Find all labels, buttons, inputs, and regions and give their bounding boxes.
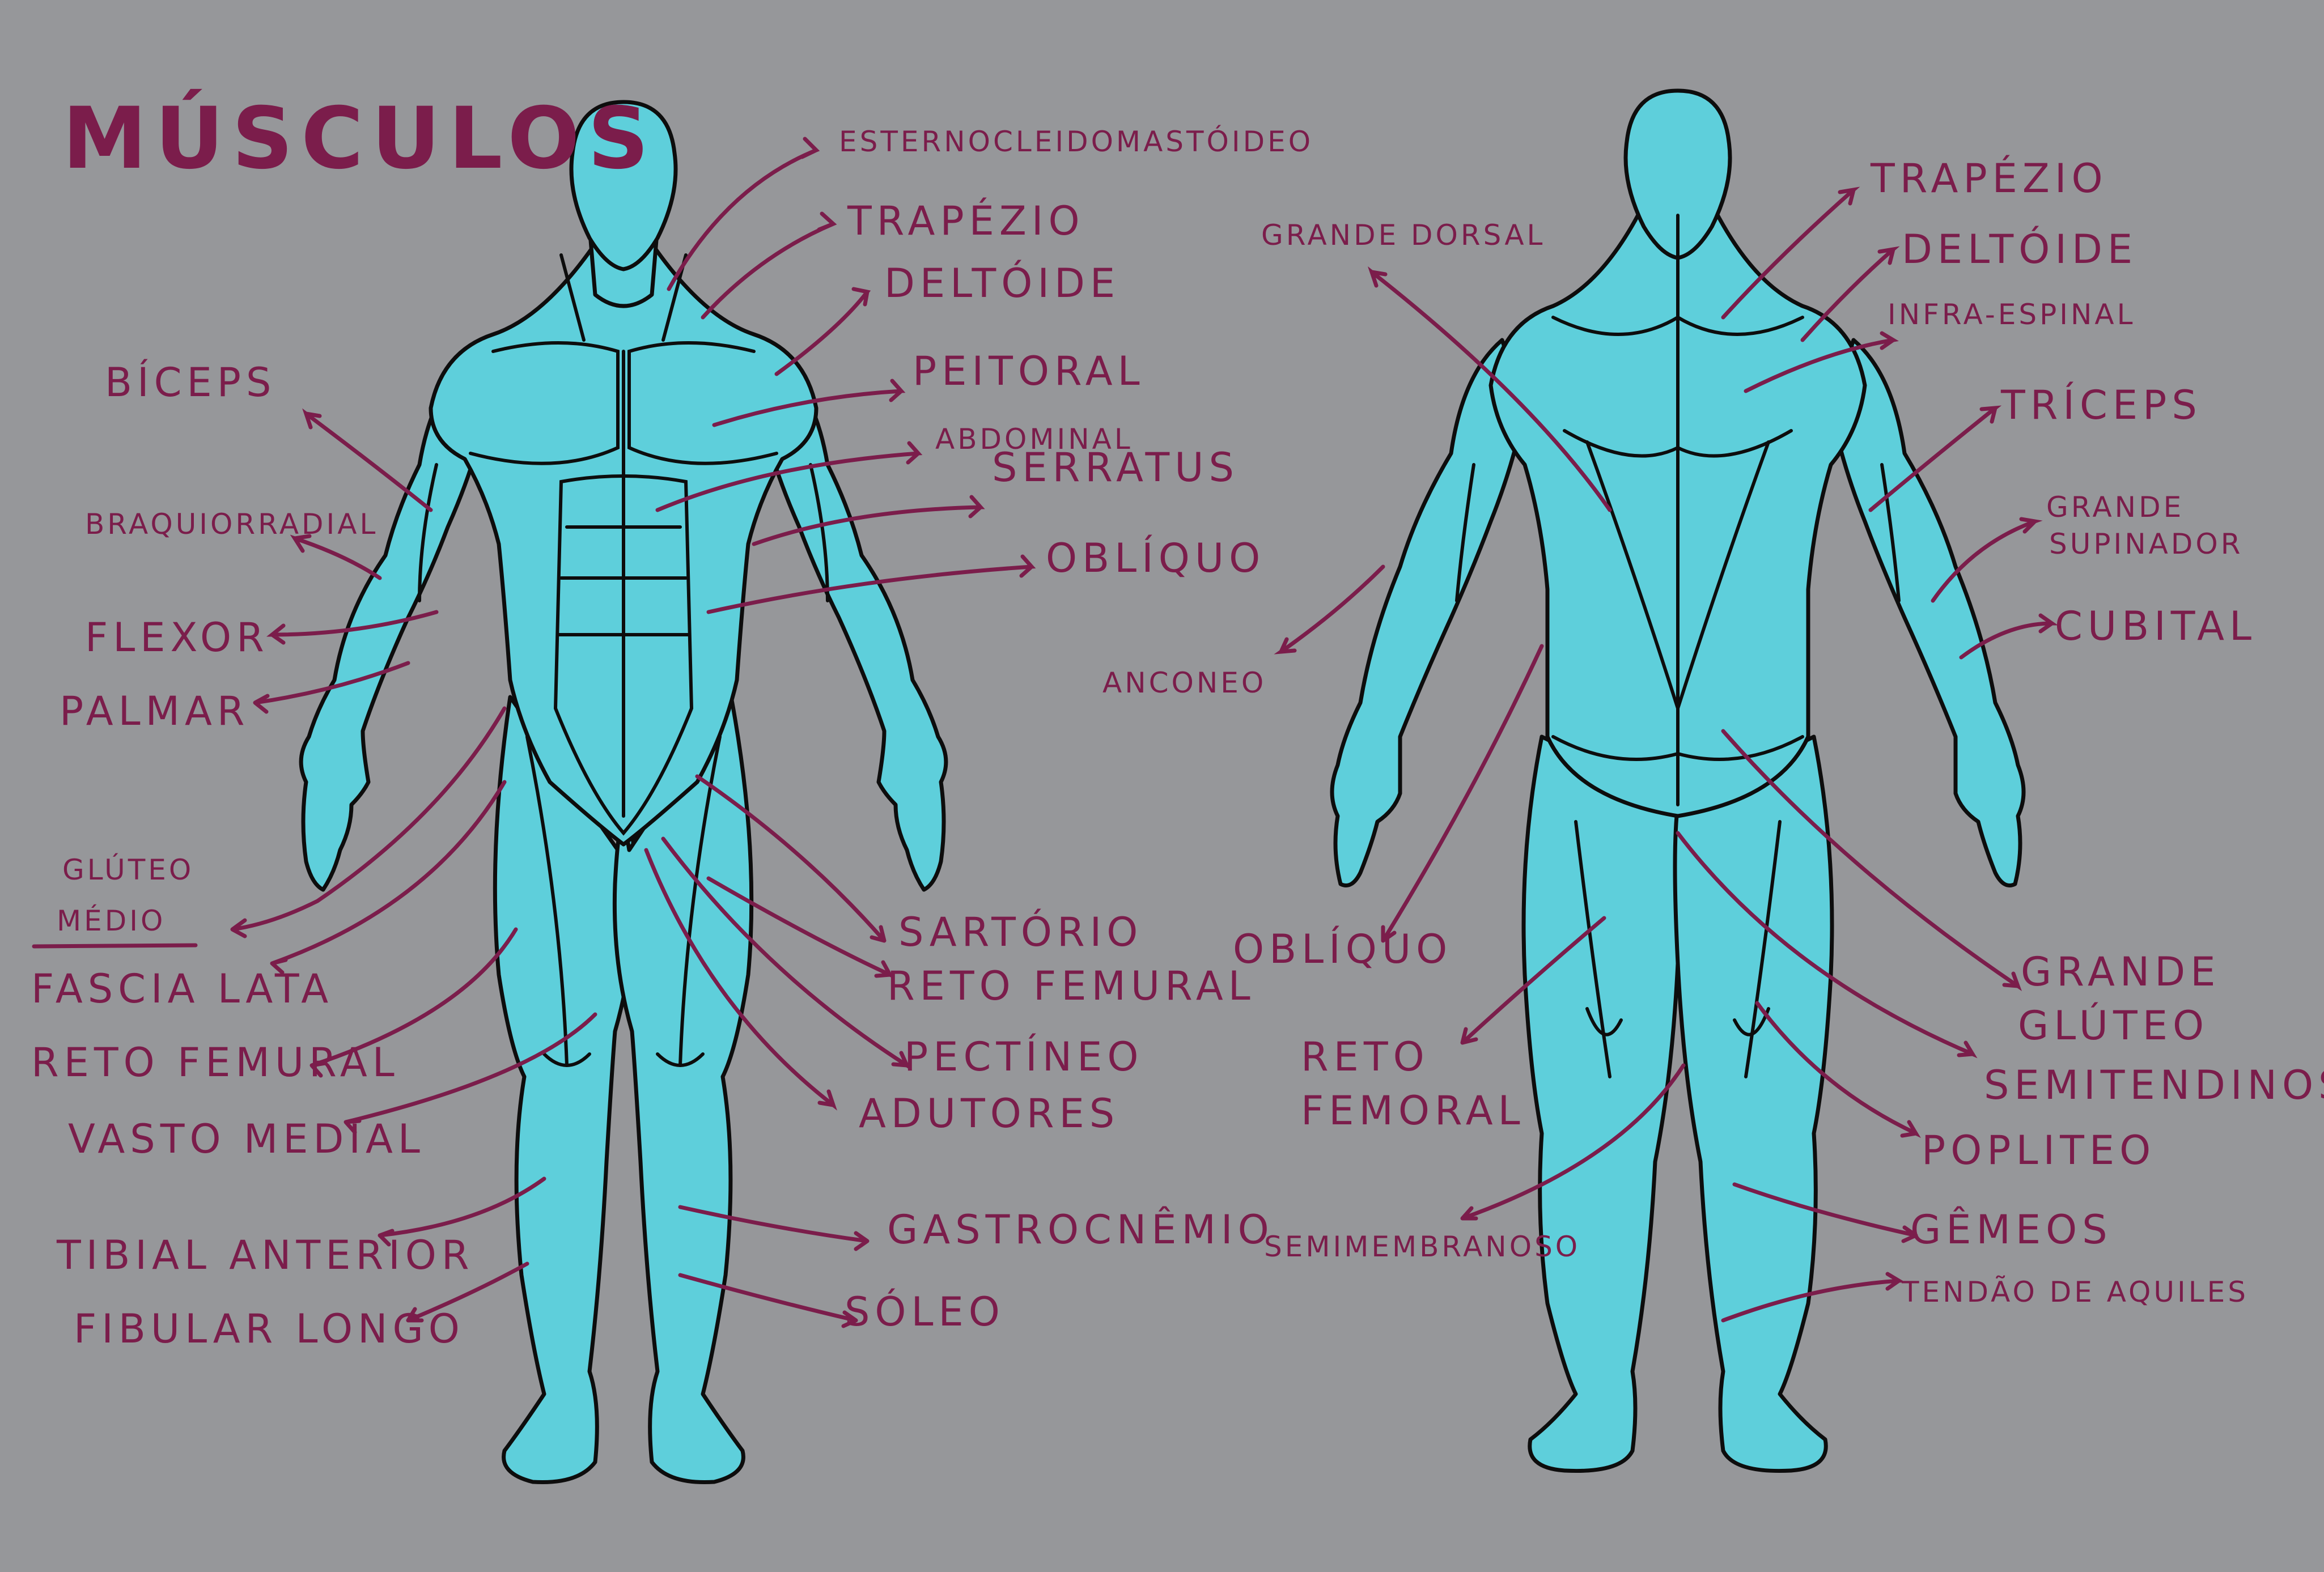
label-trapezio-back: TRAPÉZIO: [1871, 155, 2108, 202]
label-cubital: CUBITAL: [2055, 603, 2257, 649]
label-gluteo-medio-1: GLÚTEO: [62, 853, 194, 886]
label-tendao-de-aquiles: TENDÃO DE AQUILES: [1902, 1276, 2249, 1308]
label-grande-dorsal: GRANDE DORSAL: [1261, 219, 1546, 252]
label-serratus: SERRATUS: [992, 444, 1239, 491]
label-fascia-lata: FASCIA LATA: [31, 966, 334, 1012]
label-popliteo: POPLITEO: [1922, 1127, 2156, 1174]
label-palmar: PALMAR: [60, 688, 250, 734]
label-biceps: BÍCEPS: [105, 359, 277, 406]
label-deltoide-front: DELTÓIDE: [884, 260, 1121, 307]
label-grande-supinador-2: SUPINADOR: [2049, 528, 2244, 560]
back-figure: [1330, 88, 2026, 1473]
label-sartorio: SARTÓRIO: [898, 909, 1143, 955]
label-obliquo-front: OBLÍQUO: [1046, 535, 1266, 581]
front-right-arm: [763, 360, 948, 892]
back-left-arm: [1330, 338, 1527, 887]
label-gemeos: GÊMEOS: [1910, 1206, 2113, 1253]
label-gastrocnemio: GASTROCNÊMIO: [887, 1206, 1274, 1253]
label-reto-femoral-1: RETO: [1301, 1034, 1430, 1080]
front-arrows: [230, 137, 1036, 1328]
front-head: [569, 100, 678, 271]
label-trapezio-front: TRAPÉZIO: [847, 198, 1085, 244]
label-grande-supinador-1: GRANDE: [2046, 491, 2185, 524]
label-semitendinoso: SEMITENDINOSO: [1984, 1062, 2324, 1108]
label-tibial-anterior: TIBIAL ANTERIOR: [57, 1232, 474, 1278]
label-triceps: TRÍCEPS: [2001, 382, 2202, 428]
back-left-leg: [1521, 734, 1683, 1473]
label-abdominal: ABDOMINAL: [935, 423, 1133, 456]
back-right-leg: [1673, 734, 1834, 1473]
label-reto-femural: RETO FEMURAL: [31, 1039, 400, 1086]
label-grande-gluteo-2: GLÚTEO: [2018, 1002, 2210, 1049]
page-title: MÚSCULOS: [62, 90, 657, 188]
label-grande-gluteo-1: GRANDE: [2021, 949, 2221, 995]
label-infra-espinal: INFRA-ESPINAL: [1888, 298, 2136, 331]
label-reto-femural-2: RETO FEMURAL: [887, 963, 1256, 1009]
front-figure: [299, 100, 948, 1485]
label-esternocleidomastoideo: ESTERNOCLEIDOMASTÓIDEO: [839, 125, 1314, 158]
label-braquiorradial: BRAQUIORRADIAL: [85, 508, 379, 541]
label-soleo: SÓLEO: [845, 1289, 1005, 1335]
label-anconeo: ANCONEO: [1102, 666, 1267, 699]
label-semimembranoso: SEMIMEMBRANOSO: [1264, 1230, 1581, 1263]
label-flexor: FLEXOR: [85, 614, 269, 661]
back-arrows: [1274, 186, 2059, 1323]
gluteo-medio-underline: [32, 943, 198, 949]
front-left-leg: [493, 695, 637, 1485]
label-fibular-longo: FIBULAR LONGO: [74, 1306, 465, 1352]
label-vasto-medial: VASTO MEDIAL: [68, 1116, 425, 1162]
label-deltoide-back: DELTÓIDE: [1902, 226, 2138, 273]
label-adutores: ADUTORES: [859, 1090, 1120, 1137]
label-peitoral: PEITORAL: [913, 348, 1145, 394]
label-pectineo: PECTÍNEO: [904, 1034, 1144, 1080]
label-gluteo-medio-2: MÉDIO: [57, 904, 166, 937]
label-obliquo-back: OBLÍQUO: [1233, 926, 1453, 972]
back-right-arm: [1829, 338, 2026, 887]
label-reto-femoral-2: FEMORAL: [1301, 1087, 1525, 1134]
